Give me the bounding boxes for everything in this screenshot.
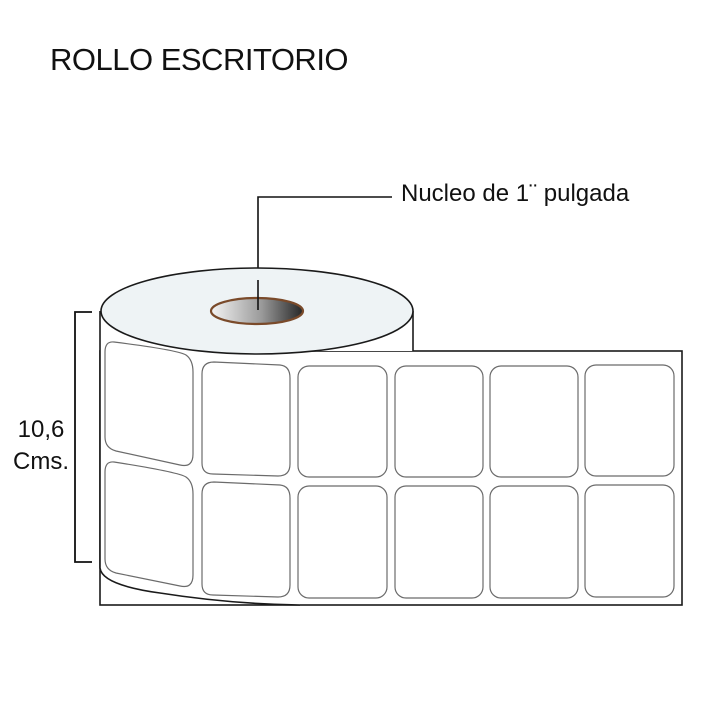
core-callout-label: Nucleo de 1¨ pulgada	[401, 180, 630, 207]
label-r2-c4	[394, 485, 484, 599]
label-curved2-row1	[201, 361, 291, 477]
core-hole	[209, 296, 305, 326]
dimension-label: 10,6 Cms.	[6, 414, 76, 478]
label-r2-c5	[489, 485, 579, 599]
dimension-bracket	[74, 311, 92, 563]
diagram-title: ROLLO ESCRITORIO	[50, 42, 349, 77]
dimension-value: 10,6	[17, 416, 65, 443]
label-r1-c3	[297, 365, 388, 478]
label-curved-row1	[104, 341, 194, 467]
flat-labels	[297, 364, 675, 599]
label-curved-row2	[104, 461, 194, 588]
label-r1-c6	[584, 364, 675, 477]
dimension-unit: Cms.	[13, 448, 69, 475]
label-curved2-row2	[201, 481, 291, 598]
label-r2-c3	[297, 485, 388, 599]
label-r1-c4	[394, 365, 484, 478]
label-r2-c6	[584, 484, 675, 598]
curved-labels	[104, 341, 291, 598]
label-r1-c5	[489, 365, 579, 478]
